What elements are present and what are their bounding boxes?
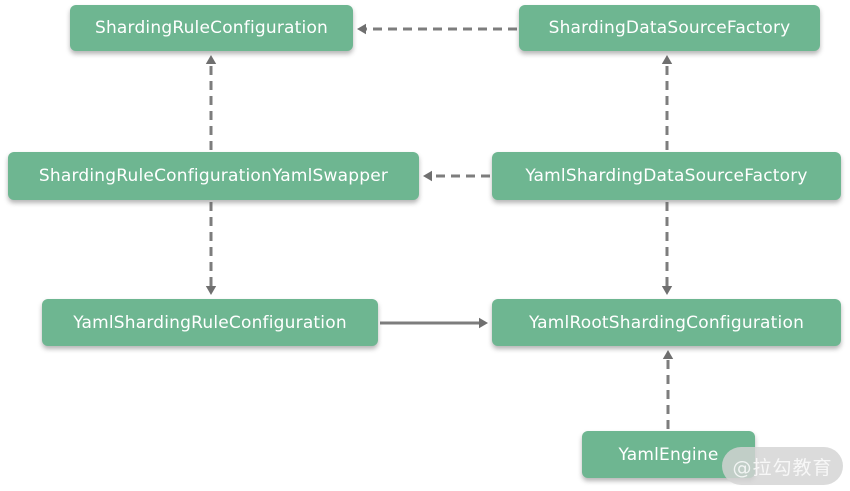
- node-label: ShardingDataSourceFactory: [548, 18, 791, 38]
- node-sharding-rule-configuration: ShardingRuleConfiguration: [70, 5, 353, 51]
- arrowhead-icon: [661, 55, 673, 64]
- node-yaml-sharding-rule-configuration: YamlShardingRuleConfiguration: [42, 299, 378, 346]
- node-label: ShardingRuleConfiguration: [94, 18, 329, 38]
- node-yaml-sharding-data-source-factory: YamlShardingDataSourceFactory: [492, 152, 841, 200]
- arrowhead-icon: [479, 317, 488, 329]
- arrowhead-icon: [661, 286, 673, 295]
- node-sharding-data-source-factory: ShardingDataSourceFactory: [519, 5, 820, 51]
- arrowhead-icon: [423, 170, 432, 182]
- node-label: YamlShardingRuleConfiguration: [73, 312, 347, 333]
- arrowhead-icon: [205, 55, 217, 64]
- node-label: ShardingRuleConfigurationYamlSwapper: [38, 166, 389, 186]
- node-label: YamlRootShardingConfiguration: [528, 312, 805, 333]
- node-yaml-root-sharding-configuration: YamlRootShardingConfiguration: [492, 299, 841, 346]
- arrowhead-icon: [205, 286, 217, 295]
- arrowhead-icon: [662, 350, 674, 359]
- arrowhead-icon: [357, 23, 366, 35]
- watermark-text: @拉勾教育: [732, 456, 833, 479]
- watermark-badge: @拉勾教育: [722, 447, 843, 485]
- node-sharding-rule-configuration-yaml-swapper: ShardingRuleConfigurationYamlSwapper: [8, 152, 419, 200]
- node-label: YamlShardingDataSourceFactory: [525, 166, 808, 186]
- node-label: YamlEngine: [618, 444, 719, 465]
